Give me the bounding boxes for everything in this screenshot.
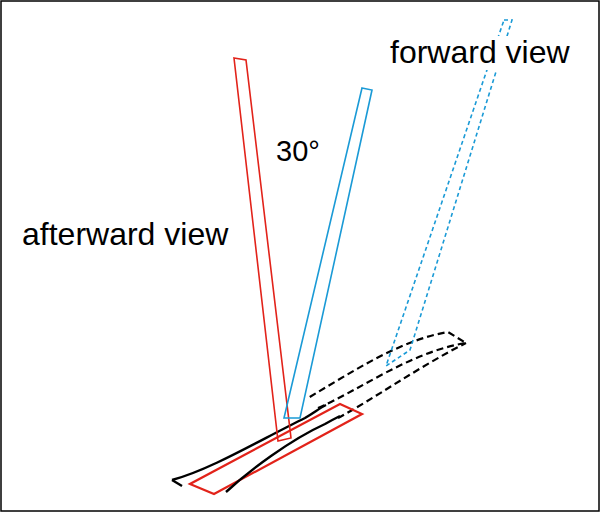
- ground-strip: [172, 405, 340, 492]
- view-label: forward view: [388, 36, 572, 70]
- afterward-view-beam: [234, 58, 291, 441]
- forward-view-beam: [386, 20, 512, 366]
- forward-ground-strip: [308, 332, 466, 418]
- angle-label: 30°: [274, 136, 322, 166]
- view-label: afterward view: [20, 218, 230, 252]
